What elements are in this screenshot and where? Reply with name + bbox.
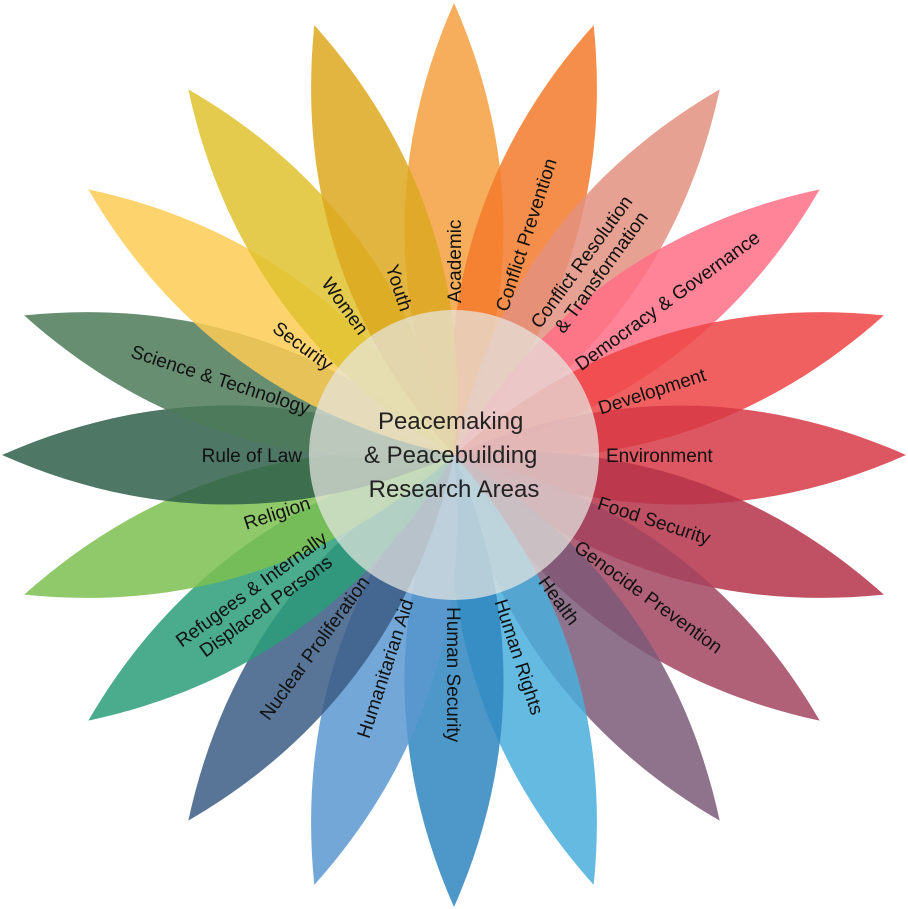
petal-label: Environment bbox=[606, 446, 713, 467]
petal-label: Human Security bbox=[442, 607, 463, 743]
petal-label-line: Human Security bbox=[442, 607, 463, 743]
petal-label: Rule of Law bbox=[202, 446, 303, 467]
center-title: Peacemaking & Peacebuilding Research Are… bbox=[364, 408, 544, 503]
center-title-line: & Peacebuilding bbox=[364, 442, 537, 469]
petal-label: Academic bbox=[445, 220, 466, 303]
center-title-line: Peacemaking bbox=[378, 408, 523, 435]
petal-label-line: Academic bbox=[445, 220, 466, 303]
center-circle bbox=[309, 310, 599, 600]
petal-label-line: Rule of Law bbox=[202, 446, 303, 467]
petal-label-line: Environment bbox=[606, 446, 713, 467]
center-title-line: Research Areas bbox=[369, 476, 540, 503]
